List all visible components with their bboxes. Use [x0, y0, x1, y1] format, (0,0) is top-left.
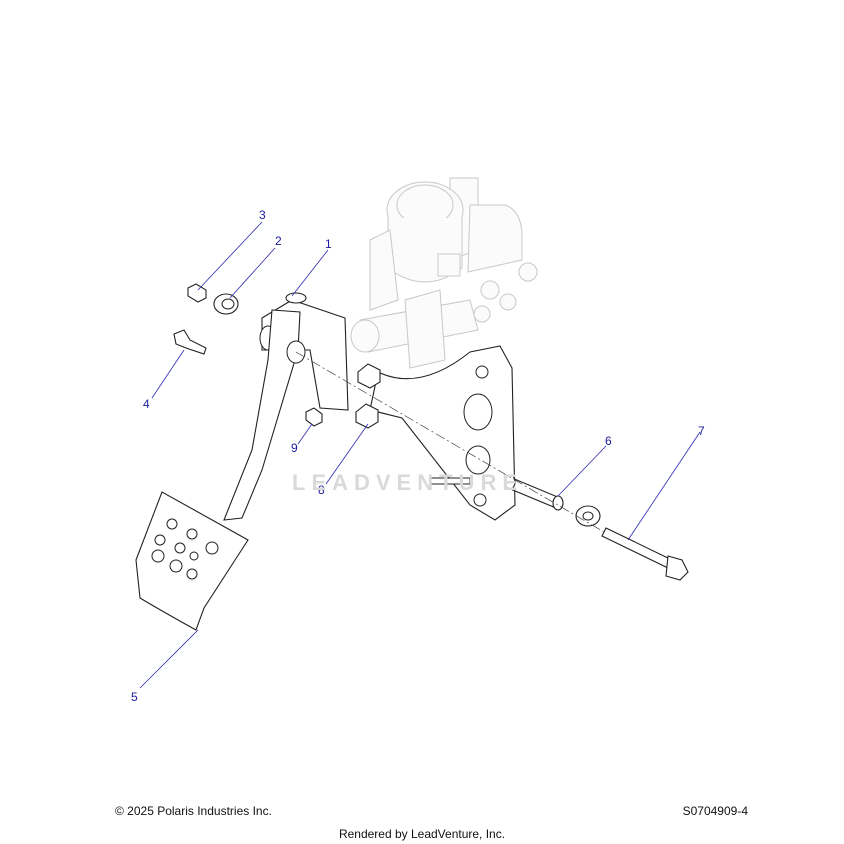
- pedal-pad: [135, 491, 249, 631]
- leader-lines: [139, 221, 701, 689]
- bolt-7: [601, 527, 689, 581]
- document-id: S0704909-4: [682, 804, 748, 818]
- callout-2: 2: [275, 234, 282, 248]
- callout-5: 5: [131, 690, 138, 704]
- rendered-by-text: Rendered by LeadVenture, Inc.: [338, 827, 506, 841]
- callout-1: 1: [325, 237, 332, 251]
- bushing-2: [213, 293, 239, 315]
- nut-3: [187, 283, 207, 303]
- nut-8: [355, 363, 381, 429]
- bolt-4: [173, 329, 207, 355]
- callout-3: 3: [259, 208, 266, 222]
- master-cylinder-ghost: [350, 177, 538, 369]
- callout-8: 8: [318, 483, 325, 497]
- watermark: LEADVENTURE: [292, 470, 524, 495]
- callout-7: 7: [698, 424, 705, 438]
- callout-9: 9: [291, 441, 298, 455]
- callout-4: 4: [143, 397, 150, 411]
- copyright-text: © 2025 Polaris Industries Inc.: [115, 804, 272, 818]
- center-line: [295, 351, 605, 533]
- nut-9: [305, 407, 323, 427]
- callout-6: 6: [605, 434, 612, 448]
- mounting-bracket: [369, 345, 516, 521]
